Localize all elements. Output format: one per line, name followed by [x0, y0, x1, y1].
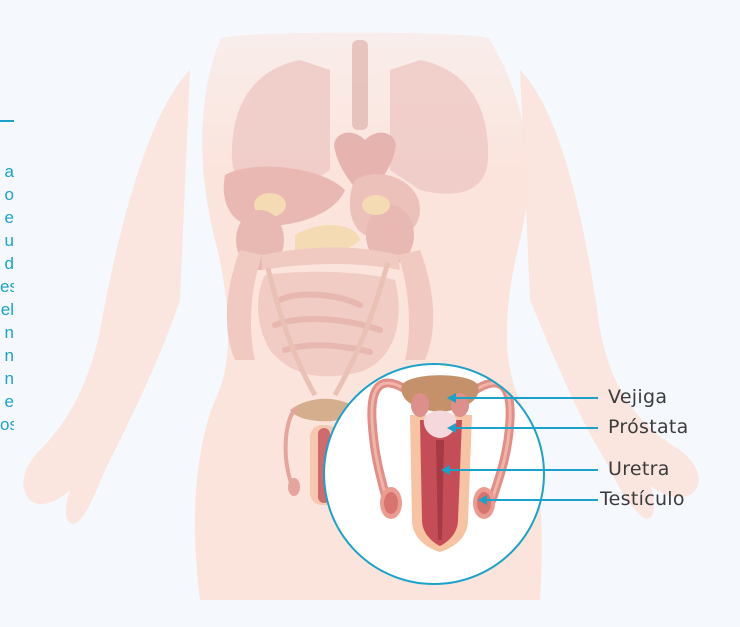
label-testicle: Testículo — [600, 488, 685, 510]
label-bladder: Vejiga — [608, 386, 667, 408]
label-prostate: Próstata — [608, 416, 689, 438]
label-urethra: Uretra — [608, 458, 670, 480]
